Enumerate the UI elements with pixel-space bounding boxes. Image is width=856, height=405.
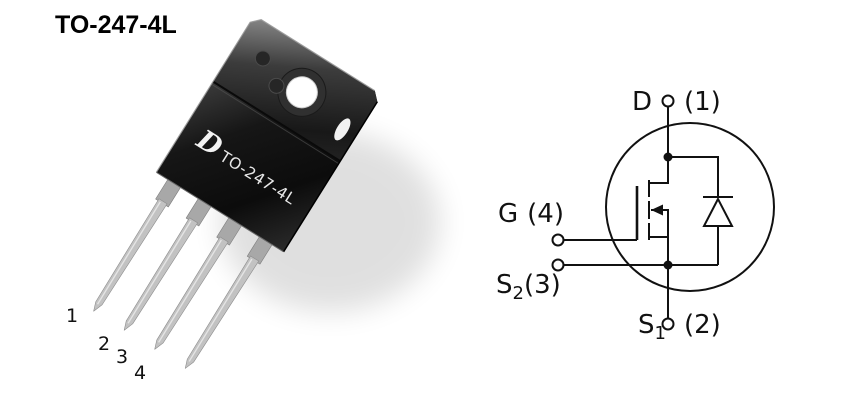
mosfet-body-arrow bbox=[651, 204, 663, 216]
mosfet-schematic bbox=[551, 94, 775, 331]
gate-label-letter: G bbox=[498, 199, 518, 229]
source2-terminal bbox=[551, 258, 565, 272]
tab-slot bbox=[334, 118, 351, 141]
source1-label-subscript: 1 bbox=[655, 323, 666, 344]
drain-wire bbox=[649, 106, 669, 184]
gate-pin-label: (4) bbox=[527, 199, 564, 229]
diode-top-branch bbox=[668, 156, 719, 197]
gate-label: G (4) bbox=[498, 199, 564, 229]
package-title: TO-247-4L bbox=[55, 11, 177, 39]
lead-pin-4 bbox=[184, 255, 259, 369]
body-wire bbox=[651, 209, 669, 237]
source1-label: S1 bbox=[638, 310, 666, 344]
lead-pin-2 bbox=[123, 217, 198, 331]
lead-pin-3 bbox=[154, 236, 229, 350]
tab-body-seam bbox=[212, 80, 341, 162]
source1-terminal bbox=[661, 317, 675, 331]
package-leads bbox=[93, 174, 276, 369]
source-junction-dot bbox=[663, 260, 673, 270]
schematic-labels: D (1) G(4) S2(3) S1 (2) bbox=[496, 87, 721, 344]
schematic-boundary-circle bbox=[605, 122, 775, 292]
source2-label-subscript: 2 bbox=[513, 283, 524, 304]
body-edge-highlight bbox=[155, 19, 376, 173]
diode-bottom-branch bbox=[668, 226, 719, 266]
drain-pin-label: (1) bbox=[684, 87, 721, 117]
package-photo: D TO-247-4L 1 2 3 4 bbox=[66, 19, 440, 384]
body-bottom-edge bbox=[156, 171, 284, 253]
pin-number-4: 4 bbox=[134, 362, 146, 384]
source1-label-letter: S bbox=[638, 310, 655, 340]
ejector-mark-1 bbox=[254, 50, 271, 67]
body-edge-shade bbox=[282, 101, 378, 253]
drain-label: D bbox=[632, 87, 652, 117]
drain-junction-dot bbox=[663, 152, 673, 162]
lead-highlight-1 bbox=[96, 201, 161, 305]
source2-label-letter: S bbox=[496, 270, 513, 300]
source2-pin-label: (3) bbox=[524, 270, 561, 300]
source-wire bbox=[649, 236, 669, 319]
lead-pin-1 bbox=[93, 198, 168, 312]
tab-body-seam-highlight bbox=[211, 83, 339, 165]
mounting-hole bbox=[285, 76, 318, 109]
lead-highlight-2 bbox=[127, 220, 192, 324]
gate-terminal bbox=[551, 233, 565, 247]
source1-pin-label: (2) bbox=[684, 310, 721, 340]
pin-number-3: 3 bbox=[116, 346, 128, 368]
lead-highlight-4 bbox=[188, 258, 253, 362]
drain-terminal bbox=[661, 94, 675, 108]
lead-highlight-3 bbox=[157, 239, 222, 343]
diode-triangle bbox=[702, 196, 734, 227]
pin-number-2: 2 bbox=[98, 333, 110, 355]
ejector-mark-2 bbox=[268, 77, 285, 94]
pin-number-1: 1 bbox=[66, 305, 78, 327]
source2-label: S2(3) bbox=[496, 270, 561, 304]
